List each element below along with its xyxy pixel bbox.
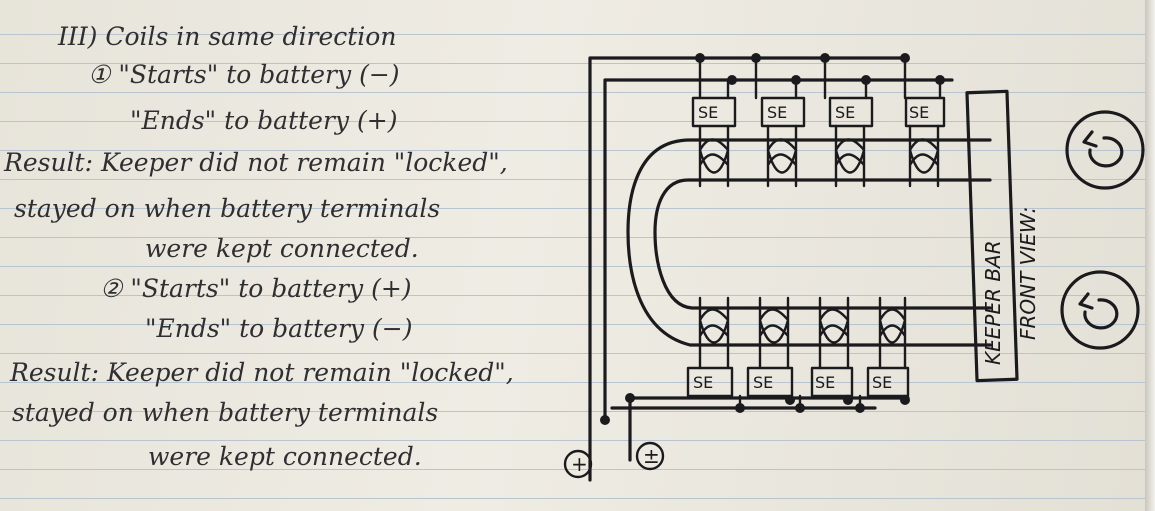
case2-result-line1: Result: Keeper did not remain "locked", (10, 358, 514, 387)
lower-coils: SE SE SE SE (686, 296, 910, 410)
rotation-circle-upper (1065, 110, 1145, 190)
junction-dots (600, 53, 945, 425)
coil-label: SE (767, 103, 787, 122)
upper-coil-2: SE (760, 96, 806, 188)
keeper-bar-label: KEEPER BAR (981, 240, 1005, 365)
front-view-label: FRONT VIEW: (1016, 207, 1040, 340)
battery-terminal-minus: ± (635, 441, 665, 471)
plus-terminal-label: + (571, 452, 588, 476)
coil-label: SE (909, 103, 929, 122)
case2-result-line2: stayed on when battery terminals (12, 398, 439, 427)
coil-label: SE (753, 373, 773, 392)
lower-coil-3: SE (810, 296, 854, 398)
coil-label: SE (815, 373, 835, 392)
coil-label: SE (698, 103, 718, 122)
notes-heading: III) Coils in same direction (58, 22, 397, 51)
case1-starts-line: ① "Starts" to battery (−) (88, 60, 400, 89)
case2-ends-line: "Ends" to battery (−) (145, 314, 413, 343)
keeper-bar: KEEPER BAR (965, 89, 1019, 383)
battery-terminal-plus: + (563, 449, 593, 479)
upper-coil-1: SE (691, 96, 737, 188)
coil-label: SE (835, 103, 855, 122)
upper-coil-3: SE (828, 96, 874, 188)
case1-result-line2: stayed on when battery terminals (14, 194, 441, 223)
minus-terminal-label: ± (643, 444, 660, 468)
case2-starts-line: ② "Starts" to battery (+) (100, 274, 412, 303)
page-edge (1145, 0, 1155, 511)
case1-ends-line: "Ends" to battery (+) (130, 106, 398, 135)
lower-coil-1: SE (686, 296, 734, 398)
upper-coil-4: SE (904, 96, 946, 188)
upper-coils: SE SE SE SE (691, 56, 946, 188)
case2-result-line3: were kept connected. (148, 442, 422, 471)
coil-label: SE (693, 373, 713, 392)
u-core (626, 138, 992, 347)
case1-result-line3: were kept connected. (145, 234, 419, 263)
coil-label: SE (872, 373, 892, 392)
case1-result-line1: Result: Keeper did not remain "locked", (4, 148, 508, 177)
lower-coil-4: SE (866, 296, 910, 398)
lower-coil-2: SE (746, 296, 794, 398)
rotation-circle-lower (1060, 270, 1140, 350)
handwritten-notes: III) Coils in same direction ① "Starts" … (4, 22, 514, 471)
